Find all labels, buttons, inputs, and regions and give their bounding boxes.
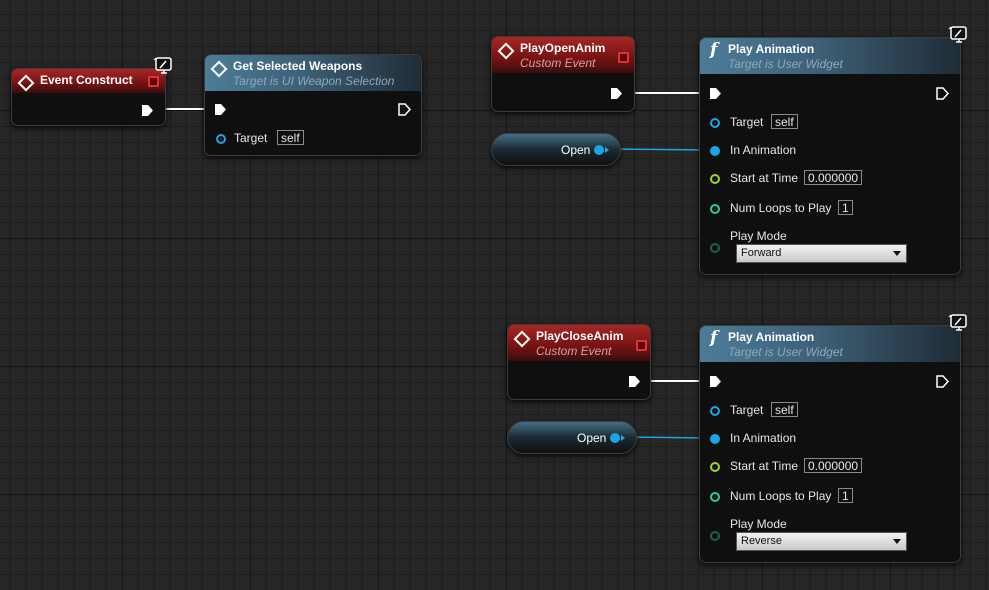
node-subtitle: Custom Event bbox=[536, 344, 612, 358]
play-mode-dropdown[interactable]: Forward bbox=[736, 244, 907, 263]
variable-label: Open bbox=[561, 143, 591, 157]
node-title: Get Selected Weapons bbox=[233, 59, 363, 73]
target-pin[interactable] bbox=[710, 118, 720, 128]
start-time-input[interactable]: 0.000000 bbox=[804, 458, 863, 473]
client-only-icon bbox=[948, 26, 967, 43]
function-icon bbox=[210, 60, 228, 78]
node-header: f Play Animation Target is User Widget bbox=[700, 38, 960, 74]
exec-pin-icon[interactable] bbox=[610, 87, 623, 100]
client-only-icon bbox=[948, 314, 967, 331]
exec-out-pin-icon[interactable] bbox=[398, 103, 411, 116]
target-value[interactable]: self bbox=[277, 130, 304, 145]
event-icon bbox=[497, 42, 515, 60]
node-subtitle: Target is User Widget bbox=[728, 57, 843, 71]
num-loops-pin[interactable] bbox=[710, 204, 720, 214]
node-header: Event Construct bbox=[12, 69, 165, 93]
node-subtitle: Target is User Widget bbox=[728, 345, 843, 359]
exec-in-pin-icon[interactable] bbox=[709, 87, 722, 100]
play-mode-pin[interactable] bbox=[710, 531, 720, 541]
open-variable-node[interactable]: Open bbox=[507, 421, 637, 454]
node-header: PlayCloseAnim Custom Event bbox=[508, 325, 650, 361]
event-icon bbox=[513, 330, 531, 348]
in-animation-pin[interactable] bbox=[710, 434, 720, 444]
exec-in-pin-icon[interactable] bbox=[709, 375, 722, 388]
in-animation-label: In Animation bbox=[730, 143, 797, 157]
num-loops-pin[interactable] bbox=[710, 492, 720, 502]
data-pin-icon[interactable] bbox=[594, 145, 604, 155]
node-title: Event Construct bbox=[40, 73, 133, 87]
play-mode-pin[interactable] bbox=[710, 243, 720, 253]
node-title: PlayOpenAnim bbox=[520, 41, 606, 55]
data-pin-icon[interactable] bbox=[610, 433, 620, 443]
play-mode-value: Reverse bbox=[741, 535, 782, 547]
exec-pin-icon[interactable] bbox=[628, 375, 641, 388]
play-close-anim-node[interactable]: PlayCloseAnim Custom Event bbox=[507, 324, 651, 400]
node-header: Get Selected Weapons Target is UI Weapon… bbox=[205, 55, 421, 91]
target-pin[interactable] bbox=[216, 134, 226, 144]
start-time-pin[interactable] bbox=[710, 462, 720, 472]
exec-in-pin-icon[interactable] bbox=[214, 103, 227, 116]
function-icon: f bbox=[710, 40, 718, 60]
dropdown-arrow-icon bbox=[893, 251, 901, 256]
play-open-anim-node[interactable]: PlayOpenAnim Custom Event bbox=[491, 36, 635, 112]
client-only-icon bbox=[153, 57, 172, 74]
node-title: PlayCloseAnim bbox=[536, 329, 624, 343]
start-time-pin[interactable] bbox=[710, 174, 720, 184]
dropdown-arrow-icon bbox=[893, 539, 901, 544]
variable-label: Open bbox=[577, 431, 607, 445]
function-icon: f bbox=[710, 328, 718, 348]
delegate-pin[interactable] bbox=[618, 52, 629, 63]
node-title: Play Animation bbox=[728, 42, 815, 56]
exec-out-pin-icon[interactable] bbox=[936, 87, 949, 100]
exec-pin-icon[interactable] bbox=[141, 104, 154, 117]
num-loops-label: Num Loops to Play bbox=[730, 489, 832, 503]
play-mode-value: Forward bbox=[741, 247, 782, 259]
start-time-input[interactable]: 0.000000 bbox=[804, 170, 863, 185]
get-selected-weapons-node[interactable]: Get Selected Weapons Target is UI Weapon… bbox=[204, 54, 422, 156]
play-animation-node-reverse[interactable]: f Play Animation Target is User Widget T… bbox=[699, 325, 961, 563]
node-header: PlayOpenAnim Custom Event bbox=[492, 37, 634, 73]
delegate-pin[interactable] bbox=[148, 76, 159, 87]
play-mode-dropdown[interactable]: Reverse bbox=[736, 532, 907, 551]
event-construct-node[interactable]: Event Construct bbox=[11, 68, 166, 126]
in-animation-pin[interactable] bbox=[710, 146, 720, 156]
target-label: Target bbox=[730, 115, 764, 129]
target-label: Target bbox=[234, 131, 268, 145]
target-label: Target bbox=[730, 403, 764, 417]
play-mode-label: Play Mode bbox=[730, 517, 787, 531]
num-loops-label: Num Loops to Play bbox=[730, 201, 832, 215]
start-time-label: Start at Time bbox=[730, 459, 799, 473]
start-time-label: Start at Time bbox=[730, 171, 799, 185]
pin-arrow-icon bbox=[621, 435, 625, 441]
event-icon bbox=[17, 74, 35, 92]
delegate-pin[interactable] bbox=[636, 340, 647, 351]
target-pin[interactable] bbox=[710, 406, 720, 416]
num-loops-input[interactable]: 1 bbox=[838, 200, 853, 215]
node-subtitle: Custom Event bbox=[520, 56, 596, 70]
in-animation-label: In Animation bbox=[730, 431, 797, 445]
pin-arrow-icon bbox=[605, 147, 609, 153]
exec-out-pin-icon[interactable] bbox=[936, 375, 949, 388]
play-mode-label: Play Mode bbox=[730, 229, 787, 243]
target-value[interactable]: self bbox=[771, 114, 798, 129]
node-header: f Play Animation Target is User Widget bbox=[700, 326, 960, 362]
play-animation-node-forward[interactable]: f Play Animation Target is User Widget T… bbox=[699, 37, 961, 275]
open-variable-node[interactable]: Open bbox=[491, 133, 621, 166]
num-loops-input[interactable]: 1 bbox=[838, 488, 853, 503]
target-value[interactable]: self bbox=[771, 402, 798, 417]
node-subtitle: Target is UI Weapon Selection bbox=[233, 74, 395, 88]
node-title: Play Animation bbox=[728, 330, 815, 344]
